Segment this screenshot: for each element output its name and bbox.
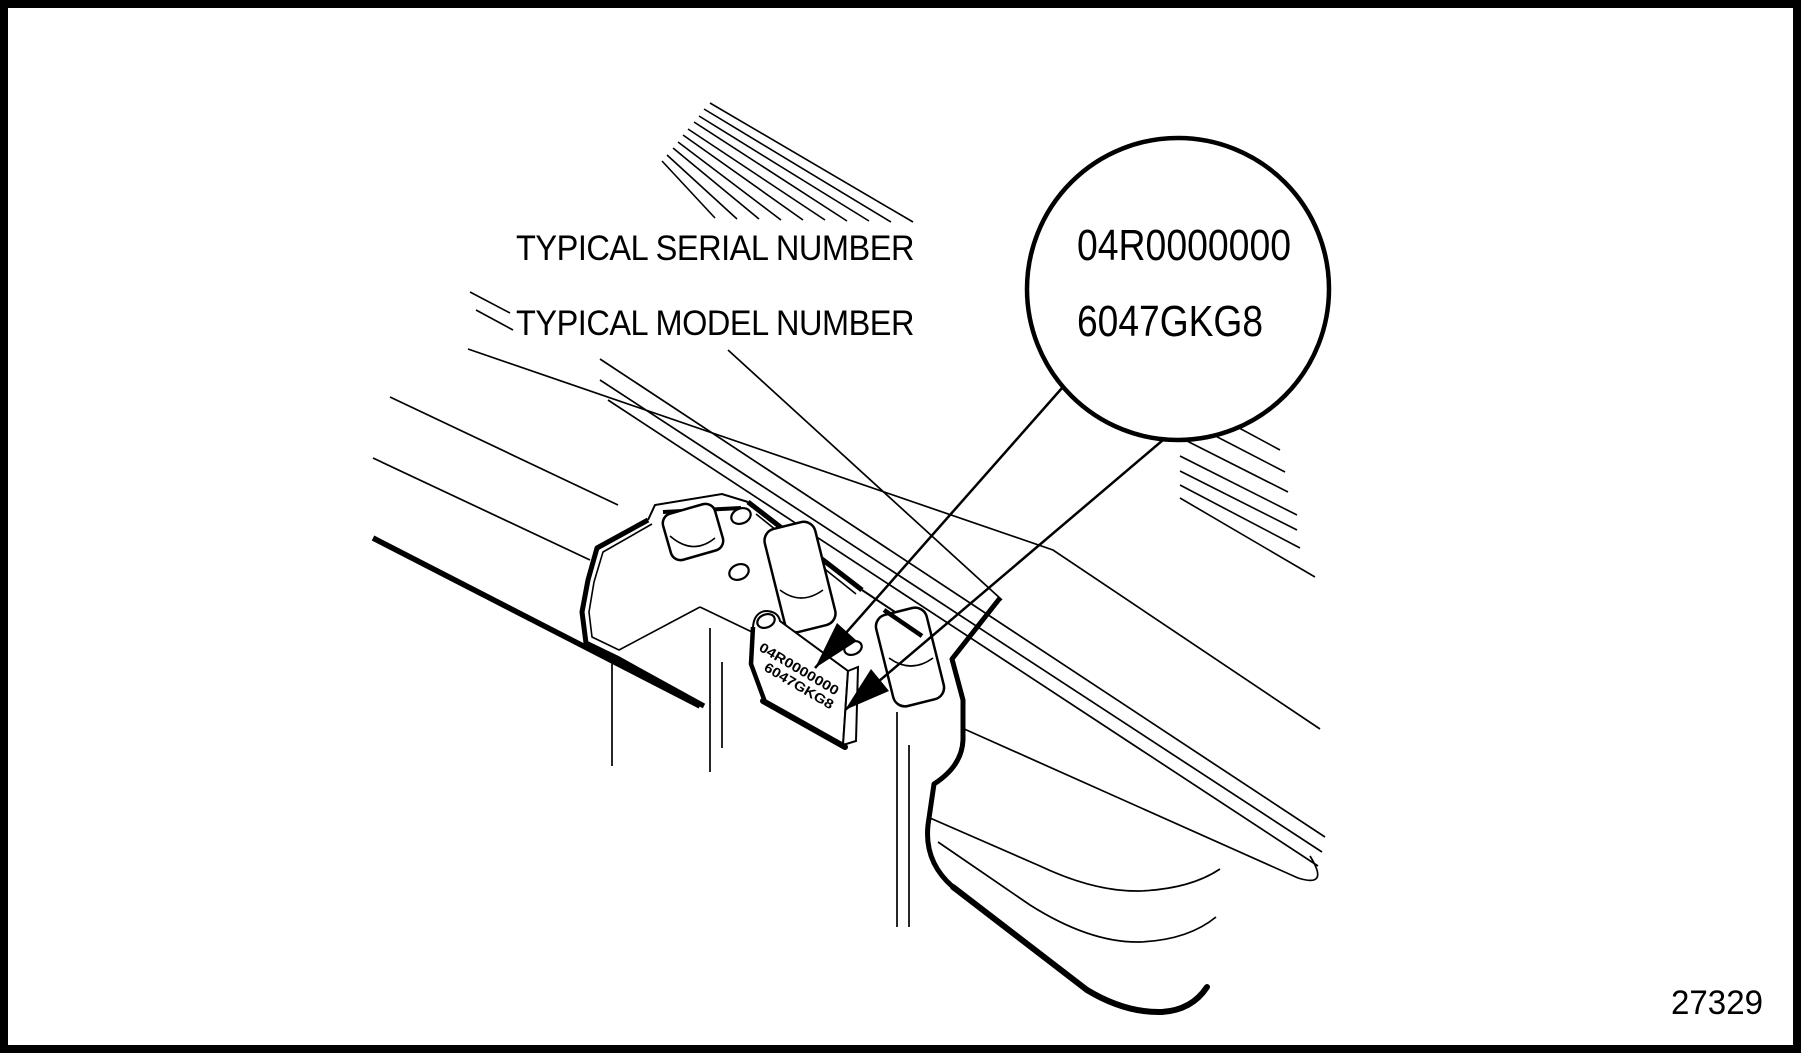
plate-mount-hole bbox=[756, 612, 776, 630]
cabinet-edge-lines bbox=[371, 348, 1321, 730]
rear-panel-face bbox=[582, 495, 1205, 1045]
arrowhead-model bbox=[845, 669, 889, 710]
panel-bottom-edge bbox=[950, 884, 1210, 1016]
vent-slot-inner-arcs bbox=[669, 535, 934, 667]
label-typical-serial-number: TYPICAL SERIAL NUMBER bbox=[516, 229, 914, 268]
leader-arrow-model bbox=[844, 439, 1164, 711]
panel-right-edge bbox=[925, 596, 1002, 889]
vent-slot-1 bbox=[661, 502, 725, 562]
bracket-vent-slots bbox=[661, 502, 946, 708]
vent-slot-2 bbox=[763, 520, 837, 634]
top-rail-edges bbox=[599, 358, 1326, 882]
label-typical-model-number: TYPICAL MODEL NUMBER bbox=[516, 304, 914, 343]
figure-number: 27329 bbox=[1671, 984, 1763, 1022]
callout-serial-value: 04R0000000 bbox=[1077, 221, 1291, 270]
hatch-shading-top bbox=[661, 102, 914, 223]
bracket-screw-holes bbox=[728, 507, 863, 657]
leader-arrow-serial bbox=[814, 387, 1063, 669]
vent-slot-3 bbox=[874, 606, 946, 708]
callout-circle: 04R0000000 6047GKG8 bbox=[1024, 135, 1332, 443]
panel-fold-lines bbox=[611, 606, 910, 927]
hatch-shading-left bbox=[469, 291, 514, 331]
callout-model-value: 6047GKG8 bbox=[1077, 297, 1263, 346]
panel-bottom-corner-curves bbox=[929, 817, 1221, 943]
arrowhead-serial bbox=[815, 623, 857, 668]
